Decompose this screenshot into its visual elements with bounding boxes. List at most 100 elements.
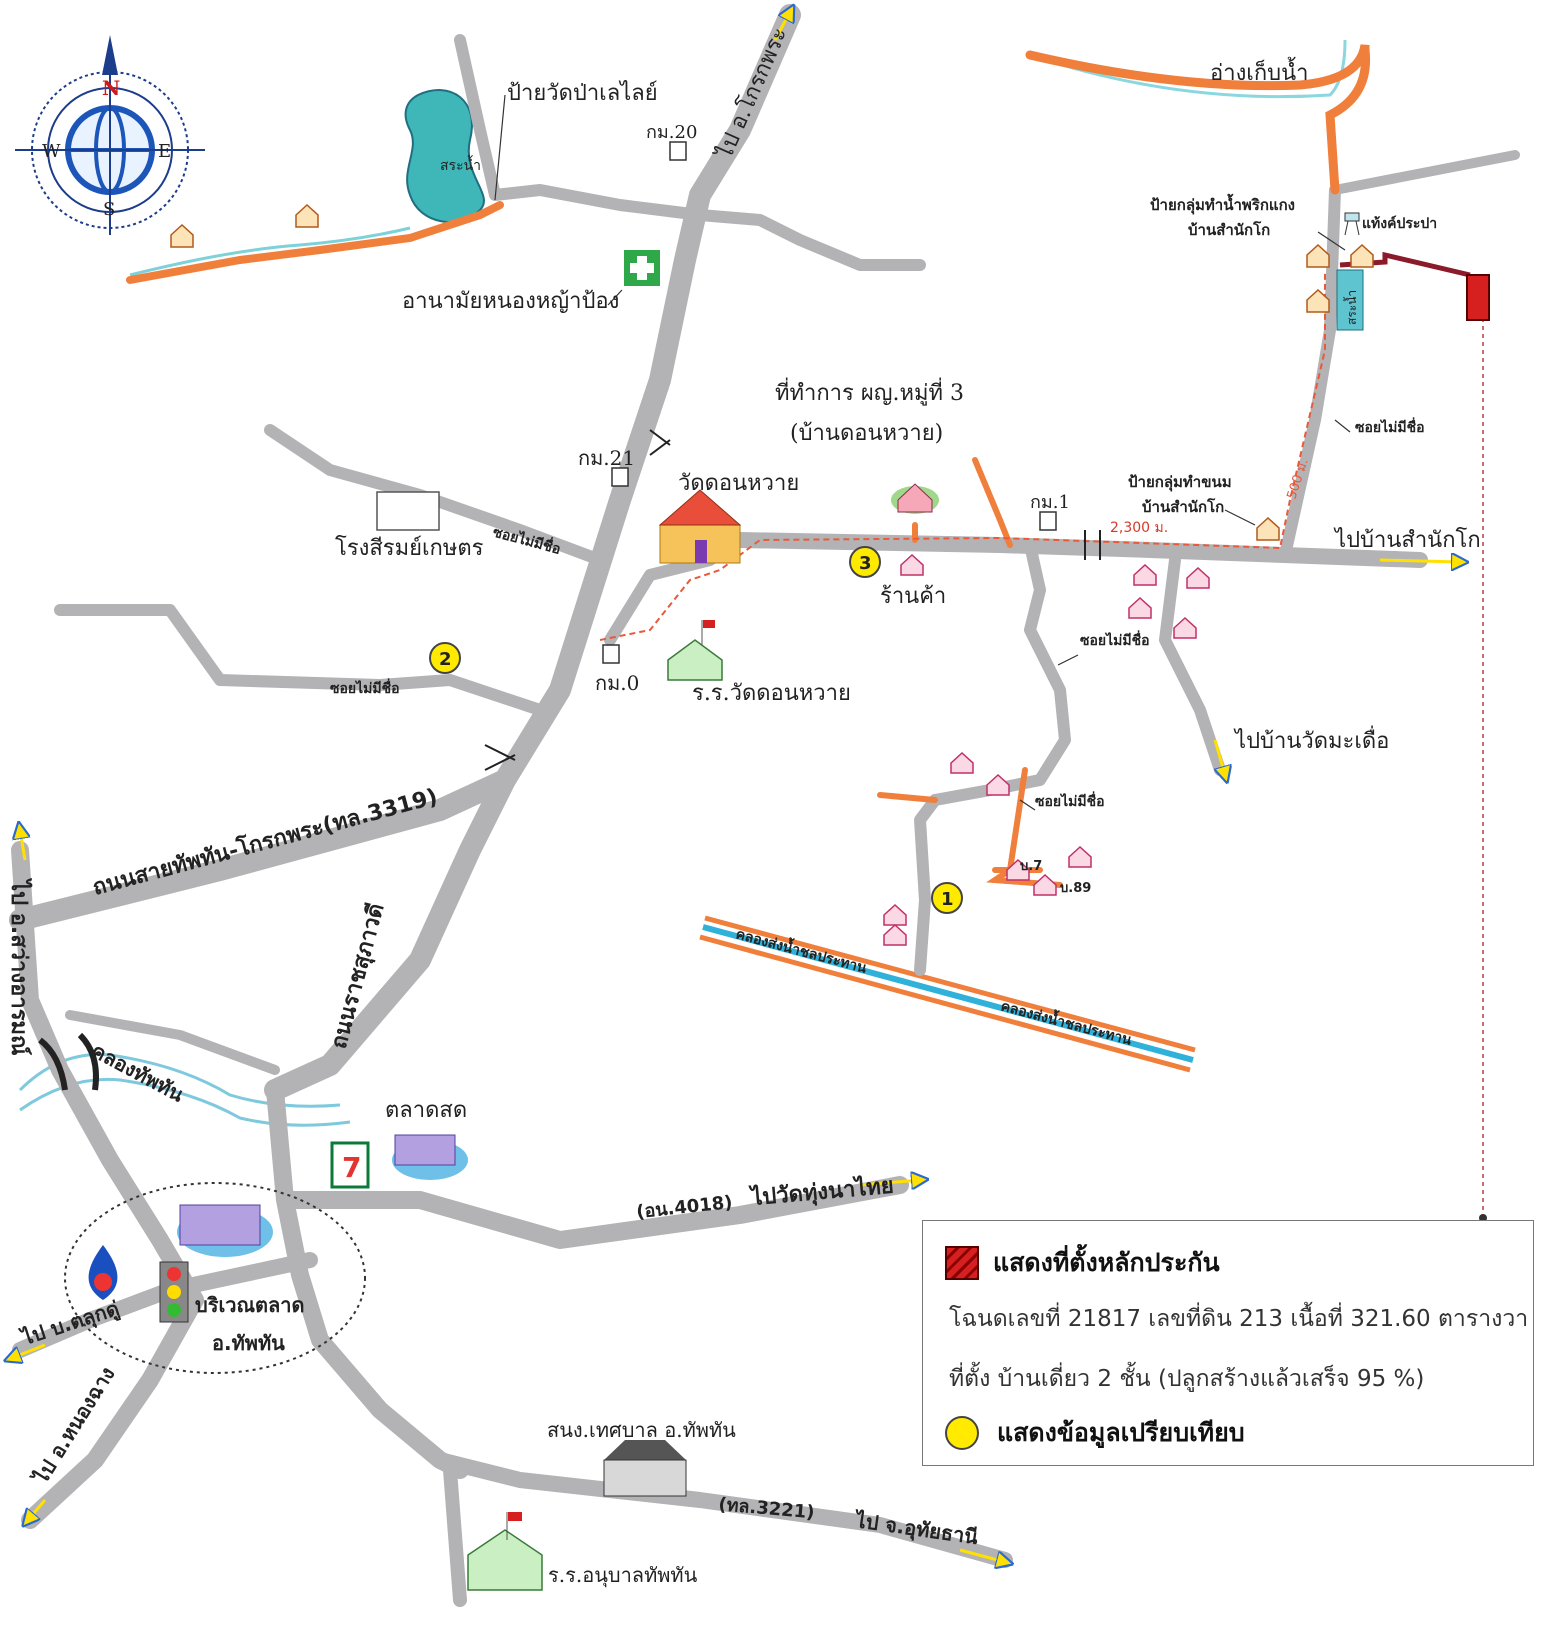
road-3319	[9, 769, 516, 931]
house-icons	[170, 203, 1374, 541]
canal-orange-top	[704, 915, 1196, 1053]
label-to-uthaithani: ไป จ.อุทัยธานี	[852, 1508, 980, 1550]
label-to-khokphra: ไป อ.โกรกพระ	[711, 23, 793, 164]
canal-orange-bottom	[699, 934, 1191, 1073]
marker-2[interactable]: 2	[429, 642, 461, 674]
km-posts	[602, 141, 1057, 664]
market-icon	[392, 1134, 468, 1180]
market-area-boundary	[64, 1182, 366, 1374]
temple-icon	[658, 489, 742, 564]
label-water-tank: แท้งค์ประปา	[1362, 215, 1437, 232]
marker-2-label: 2	[439, 649, 452, 670]
road-3221	[432, 1452, 1013, 1568]
label-km20: กม.20	[646, 122, 697, 143]
road-sawang	[11, 841, 204, 1309]
label-municipality: สนง.เทศบาล อ.ทัพทัน	[547, 1418, 736, 1442]
marker-3-label: 3	[859, 553, 872, 574]
legend-comparison-title: แสดงข้อมูลเปรียบเทียบ	[997, 1418, 1245, 1447]
road-health	[694, 209, 926, 271]
label-dessert-group-1: ป้ายกลุ่มทำขนม	[1128, 473, 1232, 492]
road-khlong-west	[65, 1010, 280, 1075]
leader-lines	[494, 94, 1351, 811]
orange-branch-3	[986, 767, 1063, 888]
label-km0: กม.0	[595, 671, 639, 695]
bridge-sawang	[38, 1032, 99, 1091]
label-health-station: อานามัยหนองหญ้าป้อง	[402, 289, 619, 314]
label-chili-village: บ้านสำนักโก	[1188, 220, 1270, 239]
seven-eleven-icon: 7	[330, 1141, 370, 1189]
road-main-north	[264, 4, 801, 1101]
ptt-logo-icon	[88, 1245, 118, 1300]
label-chili-group: ป้ายกลุ่มทำน้ำพริกแกง	[1150, 193, 1295, 215]
collateral-marker	[1466, 274, 1490, 321]
label-khlong-thapthan: คลองทัพทัน	[88, 1038, 188, 1107]
label-dessert-group-2: บ้านสำนักโก	[1142, 497, 1224, 516]
label-to-watmadua: ไปบ้านวัดมะเดื่อ	[1233, 725, 1389, 754]
label-dist-2300: 2,300 ม.	[1110, 520, 1168, 536]
legend-collateral: แสดงที่ตั้งหลักประกัน	[945, 1243, 1220, 1283]
road-kinder	[443, 1463, 467, 1607]
pond2-box	[1336, 269, 1364, 331]
compass-n: N	[102, 76, 120, 100]
road-talukkhu	[12, 1282, 178, 1358]
water-tank-icon	[1344, 212, 1360, 236]
label-kindergarten: ร.ร.อนุบาลทัพทัน	[548, 1563, 698, 1588]
canal-water	[702, 924, 1194, 1063]
label-market-area-1: บริเวณตลาด	[195, 1293, 305, 1317]
road-to-samnakko	[732, 532, 1428, 568]
label-sign-temple: ป้ายวัดป่าเลไลย์	[507, 80, 658, 106]
road-north-west	[454, 34, 706, 221]
orange-road-top	[126, 201, 504, 284]
market-area-icon	[177, 1204, 273, 1257]
rice-mill-box	[376, 491, 440, 531]
label-shop: ร้านค้า	[880, 584, 946, 609]
label-soi-3: ซอยไม่มีชื่อ	[330, 678, 400, 697]
label-pond: สระน้ำ	[440, 155, 481, 174]
legend-comparison: แสดงข้อมูลเปรียบเทียบ	[945, 1413, 1245, 1453]
marker-1[interactable]: 1	[931, 882, 963, 914]
label-wat-donwai: วัดดอนหวาย	[678, 471, 799, 496]
label-soi-4: ซอยไม่มีชื่อ	[1080, 630, 1150, 649]
stream-top	[129, 226, 411, 277]
direction-arrows	[12, 12, 1460, 1562]
road-west-lower	[54, 604, 546, 716]
legend-deed-line: โฉนดเลขที่ 21817 เลขที่ดิน 213 เนื้อที่ …	[949, 1306, 1529, 1332]
label-soi-1: ซอยไม่มีชื่อ	[1355, 417, 1425, 436]
label-school-donwai: ร.ร.วัดดอนหวาย	[692, 681, 851, 706]
label-road-3221: (ทล.3221)	[718, 1494, 816, 1523]
road-east-branch	[1330, 150, 1520, 195]
label-soi-5: ซอยไม่มีชื่อ	[1035, 791, 1105, 810]
road-4018	[281, 1176, 909, 1249]
label-fresh-market: ตลาดสด	[385, 1098, 467, 1123]
label-market-area-2: อ.ทัพทัน	[212, 1331, 285, 1355]
route-dashed	[599, 270, 1326, 641]
marker-1-label: 1	[941, 889, 954, 910]
orange-reservoir-road	[1025, 44, 1371, 195]
orange-branch-1	[972, 457, 1013, 548]
label-house-89: บ.89	[1060, 881, 1091, 896]
village-office-icon	[891, 483, 939, 514]
label-km21: กม.21	[578, 446, 635, 470]
label-village-office-1: ที่ทำการ ผญ.หมู่ที่ 3	[775, 377, 964, 406]
label-reservoir: อ่างเก็บน้ำ	[1210, 57, 1309, 86]
legend-box: แสดงที่ตั้งหลักประกัน โฉนดเลขที่ 21817 เ…	[922, 1220, 1534, 1466]
road-marker1	[914, 794, 941, 976]
traffic-light-icon	[159, 1261, 189, 1323]
compass-e: E	[158, 141, 171, 162]
marker-3[interactable]: 3	[849, 546, 881, 578]
pink-house-icons	[883, 553, 1210, 946]
comparison-swatch	[945, 1416, 979, 1450]
collateral-swatch	[945, 1246, 979, 1280]
legend-collateral-title: แสดงที่ตั้งหลักประกัน	[993, 1248, 1220, 1277]
bridges	[38, 429, 1101, 1091]
compass-s: S	[103, 199, 115, 220]
road-sam-2	[1159, 554, 1226, 776]
seven-eleven-text: 7	[342, 1151, 361, 1184]
health-station-icon	[624, 250, 660, 286]
school-donwai-icon	[667, 620, 723, 681]
label-to-samnakko: ไปบ้านสำนักโก	[1333, 527, 1481, 553]
legend-location-line: ที่ตั้ง บ้านเดี่ยว 2 ชั้น (ปลูกสร้างแล้ว…	[949, 1366, 1425, 1392]
road-town-cross	[162, 1252, 318, 1298]
label-pond2: สระน้ำ	[1343, 290, 1359, 325]
